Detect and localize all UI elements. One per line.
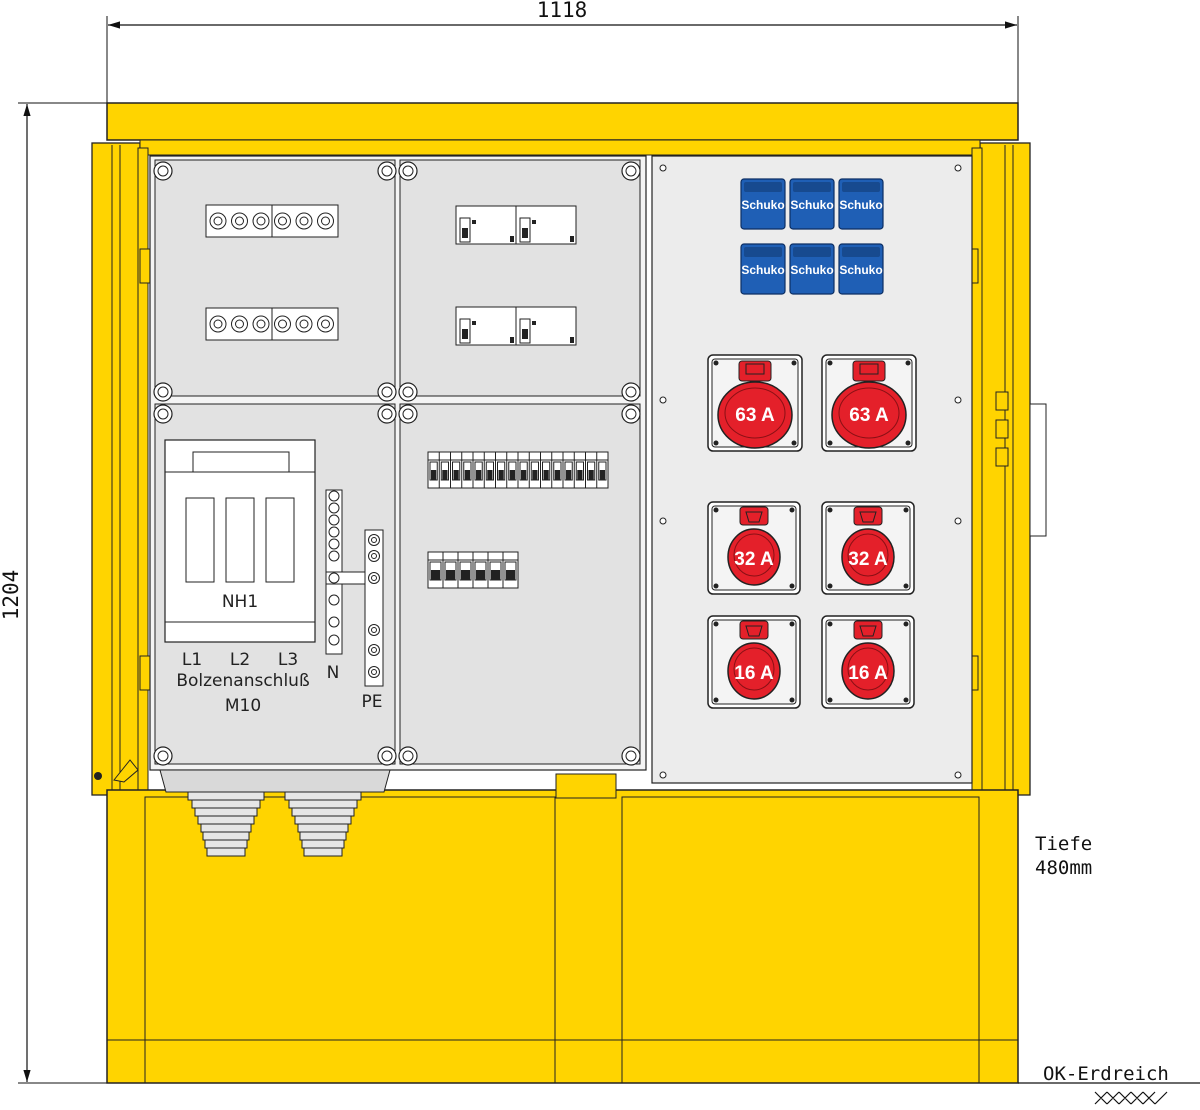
screw-icon xyxy=(621,161,641,181)
circuit-breaker-icon xyxy=(455,205,577,346)
schuko-socket-icon: Schuko xyxy=(740,178,786,230)
height-dimension: 1204 xyxy=(0,102,110,1084)
cee-socket-icon: 16 A xyxy=(707,615,801,709)
schuko-label: Schuko xyxy=(741,198,784,212)
cee-socket-icon: 63 A xyxy=(707,354,803,452)
ground-level-label: OK-Erdreich xyxy=(1043,1063,1169,1085)
fuse-strip xyxy=(205,204,339,238)
cee-socket-icon: 16 A xyxy=(821,615,915,709)
depth-label: Tiefe xyxy=(1035,833,1092,855)
socket-rating-label: 32 A xyxy=(734,549,774,570)
mcb-row xyxy=(427,451,609,489)
rcd-unit xyxy=(455,306,577,346)
screw-icon xyxy=(621,746,641,766)
screw-icon xyxy=(377,382,397,402)
schuko-socket-icon: Schuko xyxy=(740,243,786,295)
schuko-socket-icon: Schuko xyxy=(838,243,884,295)
screw-icon xyxy=(377,161,397,181)
socket-rating-label: 63 A xyxy=(849,405,889,426)
ground-level: OK-Erdreich xyxy=(1018,1063,1200,1105)
screw-icon xyxy=(153,382,173,402)
cable-gland-icon xyxy=(187,791,265,857)
screw-icon xyxy=(377,746,397,766)
fuse-strip xyxy=(205,307,339,341)
cable-gland-icon xyxy=(187,791,362,857)
screw-icon xyxy=(377,404,397,424)
screw-icon xyxy=(398,382,418,402)
screw-icon xyxy=(153,404,173,424)
connection-note: Bolzenanschluß xyxy=(176,671,309,691)
socket-rating-label: 16 A xyxy=(848,663,888,684)
phase-labels: L1 L2 L3 Bolzenanschluß M10 xyxy=(176,650,309,716)
cabinet-base xyxy=(106,773,1019,1084)
socket-rating-label: 63 A xyxy=(735,405,775,426)
fuse-holder-icon xyxy=(205,204,339,341)
screw-icon xyxy=(398,404,418,424)
screw-icon xyxy=(621,404,641,424)
cable-entry xyxy=(159,769,391,793)
cee-sockets: 63 A 63 A 32 A 32 A 16 A 16 A xyxy=(707,354,917,709)
mcb-rows xyxy=(427,451,609,589)
ground-hatch-icon xyxy=(1094,1091,1168,1105)
width-dimension: 1118 xyxy=(106,0,1019,103)
socket-rating-label: 32 A xyxy=(848,549,888,570)
cee-socket-icon: 32 A xyxy=(821,501,915,595)
width-label: 1118 xyxy=(537,0,588,22)
cee-socket-icon: 32 A xyxy=(707,501,801,595)
screw-icon xyxy=(398,161,418,181)
depth-note: Tiefe 480mm xyxy=(1035,833,1092,879)
phase-l3-label: L3 xyxy=(278,650,298,670)
schuko-socket-icon: Schuko xyxy=(789,243,835,295)
main-switch-nh1: NH1 xyxy=(164,439,316,643)
phase-l2-label: L2 xyxy=(230,650,250,670)
screw-icon xyxy=(621,382,641,402)
depth-value: 480mm xyxy=(1035,857,1092,879)
schuko-label: Schuko xyxy=(839,263,882,277)
height-label: 1204 xyxy=(0,570,23,621)
cable-gland-icon xyxy=(284,791,362,857)
schuko-label: Schuko xyxy=(790,263,833,277)
cabinet-housing xyxy=(91,102,1047,796)
panel-screws xyxy=(153,161,641,766)
schuko-label: Schuko xyxy=(741,263,784,277)
earth-label: PE xyxy=(362,692,383,712)
schuko-label: Schuko xyxy=(790,198,833,212)
screw-icon xyxy=(153,161,173,181)
phase-l1-label: L1 xyxy=(182,650,202,670)
main-switch-label: NH1 xyxy=(222,592,258,612)
socket-rating-label: 16 A xyxy=(734,663,774,684)
screw-icon xyxy=(398,746,418,766)
schuko-socket-icon: Schuko xyxy=(789,178,835,230)
schuko-label: Schuko xyxy=(839,198,882,212)
screw-icon xyxy=(153,746,173,766)
schuko-socket-icon: Schuko xyxy=(838,178,884,230)
socket-panel-screws xyxy=(659,164,962,779)
terminal-screws xyxy=(328,490,380,678)
rcd-unit xyxy=(455,205,577,245)
mcb-row xyxy=(427,551,519,589)
neutral-label: N xyxy=(327,663,340,683)
cee-socket-icon: 63 A xyxy=(821,354,917,452)
bolt-size-label: M10 xyxy=(225,696,261,716)
